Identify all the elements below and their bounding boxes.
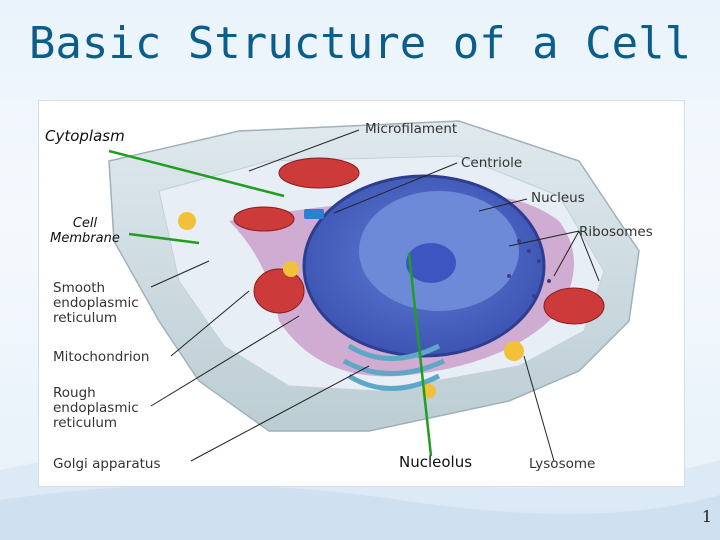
label-mitochondrion: Mitochondrion xyxy=(53,349,149,365)
label-microfilament: Microfilament xyxy=(365,121,457,137)
annotation-cytoplasm: Cytoplasm xyxy=(45,127,125,145)
slide-title: Basic Structure of a Cell xyxy=(0,18,720,69)
label-nucleus: Nucleus xyxy=(531,190,585,206)
label-golgi-apparatus: Golgi apparatus xyxy=(53,456,160,472)
label-centriole: Centriole xyxy=(461,155,522,171)
label-rough-er: Rough endoplasmic reticulum xyxy=(53,386,139,431)
label-ribosomes: Ribosomes xyxy=(579,224,653,240)
centriole-shape xyxy=(304,209,324,219)
label-lysosome: Lysosome xyxy=(529,456,595,472)
nucleolus-shape xyxy=(406,243,456,283)
mitochondrion-shape xyxy=(279,158,359,188)
annotation-cell-membrane: Cell Membrane xyxy=(45,216,125,246)
annotation-nucleolus: Nucleolus xyxy=(399,453,472,471)
label-smooth-er: Smooth endoplasmic reticulum xyxy=(53,281,139,326)
page-number: 1 xyxy=(702,507,712,526)
cell-diagram: Microfilament Centriole Nucleus Ribosome… xyxy=(38,100,685,487)
